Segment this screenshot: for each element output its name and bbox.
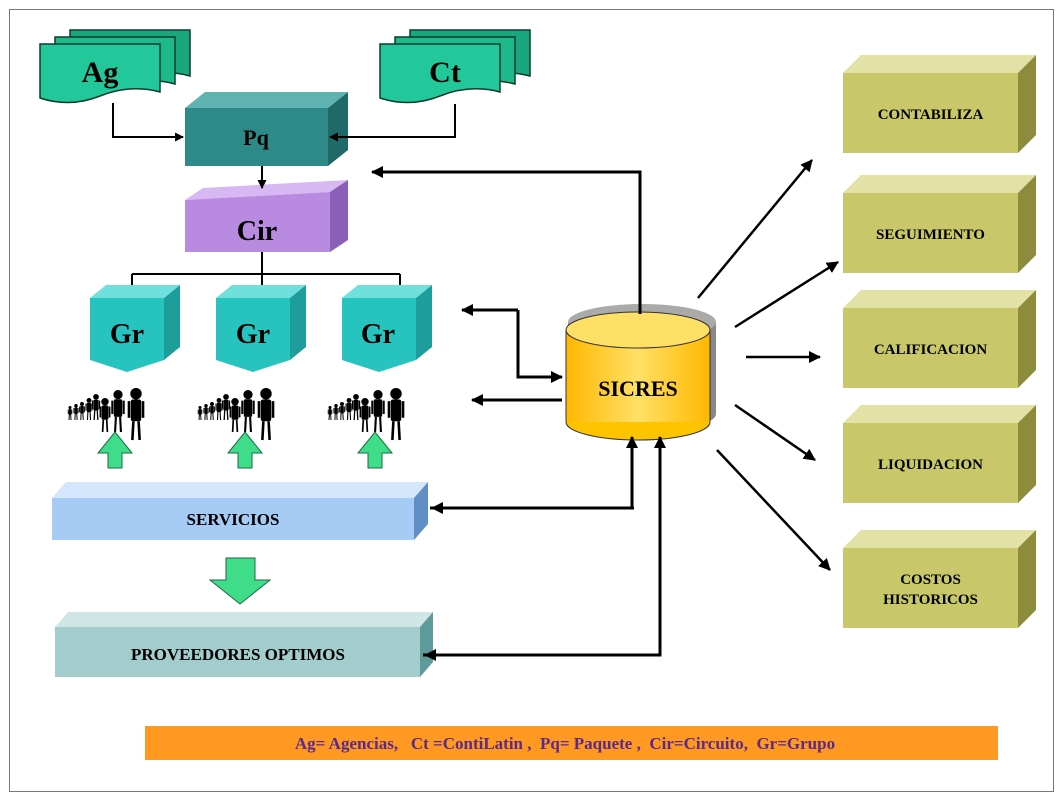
pq-label: Pq: [243, 125, 269, 150]
person-figure: [333, 404, 339, 421]
person-figure: [215, 398, 223, 421]
output-boxes: CONTABILIZA SEGUIMIENTO CALIFICACION LIQUID…: [843, 55, 1036, 628]
legend-bar: Ag= Agencias, Ct =ContiLatin , Pq= Paque…: [145, 726, 998, 760]
people-crowd-1: [67, 388, 145, 441]
group-label-3: Gr: [361, 319, 395, 350]
person-figure: [79, 402, 85, 421]
output-label: LIQUIDACION: [878, 457, 983, 473]
people-crowd-2: [197, 388, 275, 441]
up-arrow-1: [96, 431, 134, 469]
servicios-label: SERVICIOS: [187, 510, 280, 529]
ag-label: Ag: [82, 56, 119, 89]
person-figure: [209, 402, 215, 421]
ct-label: Ct: [429, 56, 461, 89]
person-figure: [111, 390, 125, 433]
person-figure: [387, 388, 405, 441]
diagram-frame: [9, 9, 1054, 792]
group-label-2: Gr: [236, 319, 270, 350]
output-label: HISTORICOS: [883, 592, 978, 608]
group-box-3: Gr: [342, 285, 432, 372]
ct-document-stack: Ct: [379, 29, 531, 104]
output-box-1: CONTABILIZA: [843, 55, 1036, 153]
servicios-box: SERVICIOS: [52, 482, 428, 540]
output-box-5: COSTOS HISTORICOS: [843, 530, 1036, 628]
person-figure: [345, 398, 353, 421]
person-figure: [371, 390, 385, 433]
person-figure: [339, 402, 345, 421]
output-box-2: SEGUIMIENTO: [843, 175, 1036, 273]
proveedores-box: PROVEEDORES OPTIMOS: [55, 612, 433, 677]
proveedores-label: PROVEEDORES OPTIMOS: [131, 645, 345, 664]
ag-document-stack: Ag: [39, 29, 191, 104]
sicres-label: SICRES: [598, 376, 677, 401]
output-label: COSTOS: [900, 572, 961, 588]
output-label: CONTABILIZA: [878, 107, 984, 123]
person-figure: [241, 390, 255, 433]
person-figure: [91, 394, 101, 421]
output-box-3: CALIFICACION: [843, 290, 1036, 388]
person-figure: [327, 406, 333, 421]
output-label: CALIFICACION: [874, 342, 988, 358]
group-box-2: Gr: [216, 285, 306, 372]
person-figure: [203, 404, 209, 421]
person-figure: [351, 394, 361, 421]
output-box-4: LIQUIDACION: [843, 405, 1036, 503]
legend-text: Ag= Agencias, Ct =ContiLatin , Pq= Paque…: [295, 734, 835, 753]
cir-label: Cir: [237, 216, 277, 247]
person-figure: [197, 406, 203, 421]
down-arrow: [208, 557, 272, 605]
person-figure: [359, 398, 371, 433]
person-figure: [67, 406, 73, 421]
sicres-connectors: [371, 166, 666, 661]
pq-box: Pq: [185, 92, 348, 166]
people-crowd-3: [327, 388, 405, 441]
person-figure: [229, 398, 241, 433]
person-figure: [99, 398, 111, 433]
person-figure: [73, 404, 79, 421]
group-label-1: Gr: [110, 319, 144, 350]
person-figure: [257, 388, 275, 441]
cir-box: Cir: [185, 180, 348, 252]
person-figure: [127, 388, 145, 441]
person-figure: [85, 398, 93, 421]
output-label: SEGUIMIENTO: [876, 227, 985, 243]
person-figure: [221, 394, 231, 421]
up-arrow-3: [356, 431, 394, 469]
up-arrow-2: [226, 431, 264, 469]
sicres-database: SICRES: [565, 304, 716, 441]
group-box-1: Gr: [90, 285, 180, 372]
output-arrows: [697, 159, 839, 571]
